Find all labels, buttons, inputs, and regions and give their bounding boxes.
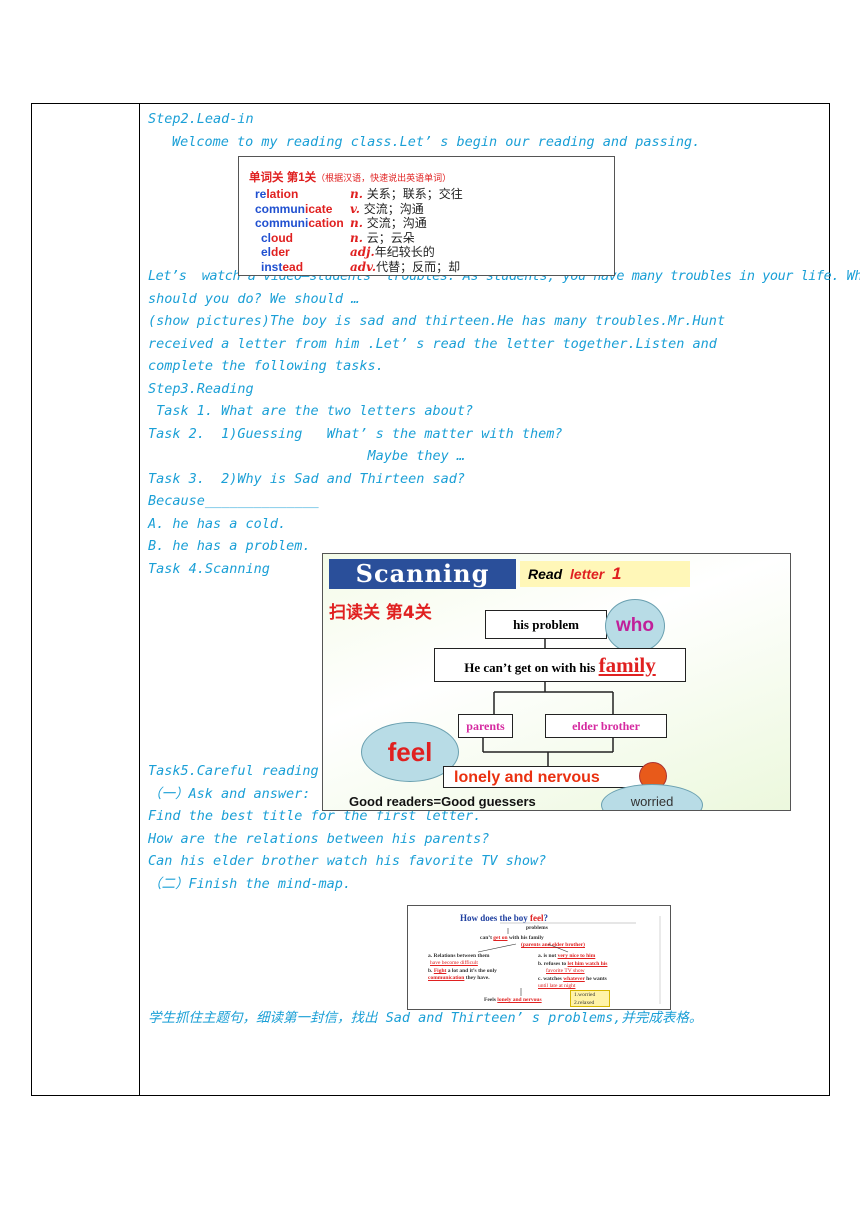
- lonely-nervous-box: lonely and nervous: [443, 766, 661, 788]
- text-line: (show pictures)The boy is sad and thirte…: [148, 313, 726, 329]
- text-line: received a letter from him .Let’ s read …: [148, 335, 717, 352]
- mind-parents-elder: (parents and elder brother): [521, 942, 586, 948]
- good-readers-text: Good readers=Good guessers: [349, 794, 536, 809]
- lesson-table: Step2.Lead-in Welcome to my reading clas…: [31, 103, 860, 1096]
- scanning-title: Scanning: [329, 559, 516, 589]
- parents-box: parents: [458, 714, 513, 738]
- left-column: [32, 104, 140, 1095]
- elder-brother-box: elder brother: [545, 714, 667, 738]
- mind-b: b. Fight a lot and it’s the only: [428, 968, 497, 974]
- level-label: 扫读关 第4关: [329, 603, 432, 623]
- text-line: Because______________: [148, 493, 319, 509]
- mind-map-title: How does the boy feel?: [460, 913, 549, 923]
- text-line: Task 1. What are the two letters about?: [148, 403, 474, 419]
- summary-line: 学生抓住主题句，细读第一封信，找出 Sad and Thirteen’ s pr…: [148, 1010, 703, 1026]
- text-line: should you do? We should …: [148, 290, 360, 307]
- text-line: Task5.Careful reading: [148, 763, 319, 779]
- mind-r4: c. watches whatever he wants: [538, 976, 607, 982]
- text-line: How are the relations between his parent…: [148, 830, 490, 847]
- worried-bubble: worried: [601, 784, 703, 810]
- mind-b-cont: communication they have.: [428, 975, 490, 981]
- text-line: Step2.Lead-in: [148, 111, 254, 127]
- mind-a1: a. Relations between them: [428, 953, 490, 959]
- who-bubble: who: [605, 599, 665, 653]
- text-line: Task 3. 2)Why is Sad and Thirteen sad?: [148, 470, 465, 487]
- mind-r5: until late at night: [538, 983, 576, 989]
- mind-r1: a. is not very nice to him: [538, 953, 596, 959]
- vocab-heading: 单词关 第1关（根据汉语，快速说出英语单词）: [249, 172, 452, 184]
- mind-r2: b. refuses to let him watch his: [538, 961, 608, 967]
- text-line: Step3.Reading: [148, 380, 254, 397]
- text-line: A. he has a cold.: [148, 515, 287, 532]
- connector-lines: [482, 638, 614, 766]
- scanning-image: Scanning Read letter 1 扫读关 第4关 his probl…: [322, 553, 791, 811]
- family-box: He can’t get on with his family: [434, 648, 686, 682]
- text-line: complete the following tasks.: [148, 358, 384, 374]
- mind-map-image: How does the boy feel? problems can’t ge…: [407, 905, 671, 1010]
- text-line: Maybe they …: [148, 448, 465, 464]
- feel-bubble: feel: [361, 722, 459, 782]
- text-line: B. he has a problem.: [148, 538, 311, 554]
- text-line: Task 4.Scanning: [148, 560, 270, 577]
- text-line: （一）Ask and answer:: [148, 785, 311, 802]
- mind-a2: have become difficult: [430, 960, 478, 966]
- his-problem-box: his problem: [485, 610, 607, 639]
- text-line: Task 2. 1)Guessing What’ s the matter wi…: [148, 425, 563, 442]
- text-line: （二）Finish the mind-map.: [148, 875, 352, 892]
- text-line: Can his elder brother watch his favorite…: [148, 853, 547, 869]
- mind-r3: favorite TV show: [546, 968, 585, 974]
- mind-map-lines: [477, 916, 661, 1004]
- mind-feels: Feels lonely and nervous: [484, 997, 542, 1003]
- text-line: Find the best title for the first letter…: [148, 808, 482, 824]
- text-line: Welcome to my reading class.Let’ s begin…: [172, 133, 701, 150]
- mind-cant-line: can’t get on with his family: [480, 935, 544, 941]
- read-letter-tag: Read letter 1: [520, 561, 690, 587]
- mind-problems: problems: [526, 925, 548, 931]
